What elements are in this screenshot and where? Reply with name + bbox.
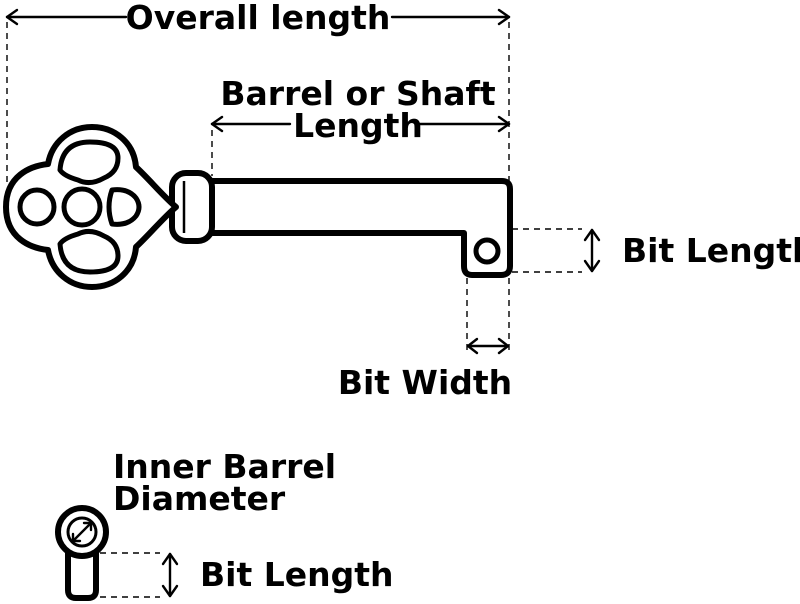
inner-barrel-label-line2: Diameter — [113, 479, 286, 518]
bit-length-arrowhead-top — [583, 228, 601, 242]
inner-diameter-arrowhead-high — [82, 521, 93, 532]
overall-length-label: Overall length — [126, 0, 391, 37]
inner-barrel-label-line1: Inner Barrel — [113, 447, 336, 486]
bit-width-arrowhead-right — [497, 337, 510, 355]
key-end-view-icon — [55, 505, 109, 601]
bit-length-arrowhead-bottom — [583, 259, 601, 273]
barrel-length-label-line1: Barrel or Shaft — [220, 74, 495, 113]
overall-length-arrowhead-left — [5, 8, 19, 26]
barrel-length-label-line2: Length — [293, 106, 423, 145]
barrel-length-arrowhead-left — [210, 115, 224, 133]
bit-width-arrowhead-left — [466, 337, 479, 355]
bow-cutout-top — [57, 139, 121, 186]
bit-hole — [473, 237, 501, 265]
bow-cutout-left — [17, 187, 57, 227]
bow-cutout-center — [61, 186, 103, 228]
bit-length-label: Bit Length — [622, 231, 800, 270]
overall-length-arrowhead-right — [497, 8, 511, 26]
key-shaft — [202, 178, 513, 278]
overall-length-dimension: Overall length — [5, 0, 511, 182]
bit-width-label: Bit Width — [338, 363, 512, 402]
inner-diameter-arrow — [71, 521, 93, 543]
barrel-length-arrowhead-right — [497, 115, 511, 133]
bow-cutout-bottom — [57, 228, 121, 275]
bit-length-dimension: Bit Length — [512, 228, 800, 273]
end-view-bit-length-arrowhead-bottom — [161, 584, 179, 598]
barrel-length-dimension: Barrel or Shaft Length — [210, 74, 511, 176]
end-view-bit-length-arrowhead-top — [161, 552, 179, 566]
bit-width-dimension: Bit Width — [338, 278, 512, 402]
end-view-bit-length-label: Bit Length — [200, 555, 394, 594]
bow-cutout-right — [106, 187, 142, 227]
end-view-bit-length-dimension: Bit Length — [100, 552, 394, 598]
inner-diameter-arrowhead-low — [71, 532, 82, 543]
skeleton-key-icon — [3, 124, 513, 290]
